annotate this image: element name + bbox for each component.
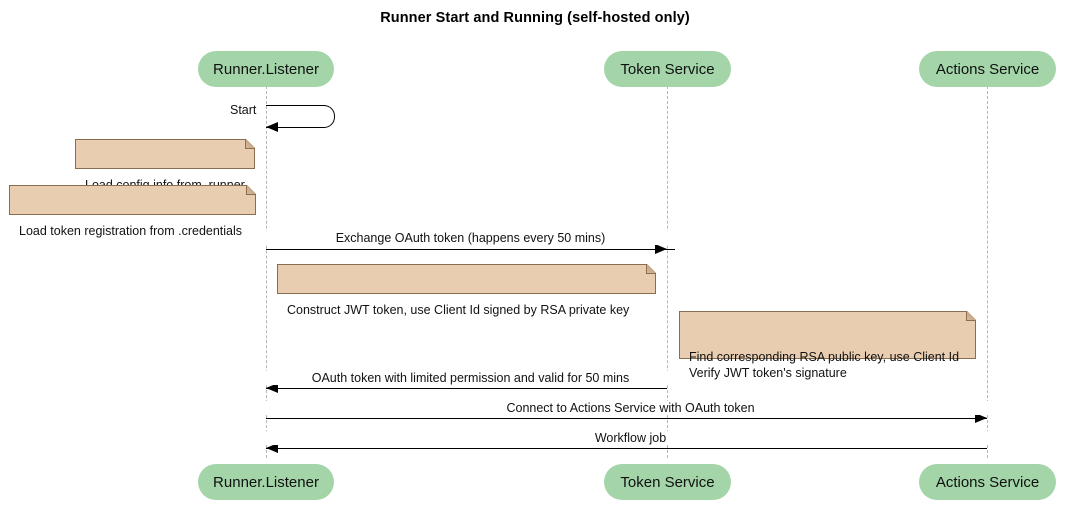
message-connect-actions-arrowhead <box>975 413 987 423</box>
participant-actions-service-bottom[interactable]: Actions Service <box>919 464 1056 500</box>
participant-token-service-top[interactable]: Token Service <box>604 51 731 87</box>
participant-runner-listener-bottom[interactable]: Runner.Listener <box>198 464 334 500</box>
participant-actions-service-top[interactable]: Actions Service <box>919 51 1056 87</box>
participant-label: Token Service <box>620 473 715 491</box>
message-exchange-oauth-token-arrowhead <box>655 244 667 254</box>
participant-label: Actions Service <box>935 60 1040 78</box>
participant-label: Actions Service <box>935 473 1040 491</box>
message-connect-actions-line <box>266 418 987 419</box>
lifeline-runner <box>266 86 267 458</box>
message-workflow-job-line <box>266 448 987 449</box>
note-load-token-registration: Load token registration from .credential… <box>9 185 256 238</box>
self-message-start-label: Start <box>226 103 261 117</box>
participant-runner-listener-top[interactable]: Runner.Listener <box>198 51 334 87</box>
message-workflow-job-arrowhead <box>266 443 278 453</box>
message-oauth-token-reply-arrowhead <box>266 383 278 393</box>
note-text: Construct JWT token, use Client Id signe… <box>287 303 630 317</box>
page-title: Runner Start and Running (self-hosted on… <box>380 10 690 26</box>
participant-label: Runner.Listener <box>213 60 319 78</box>
note-load-config: Load config info from .runner <box>75 139 255 192</box>
message-exchange-oauth-token-line <box>266 249 675 250</box>
message-oauth-token-reply-label: OAuth token with limited permission and … <box>266 371 675 385</box>
note-text: Load token registration from .credential… <box>19 224 243 238</box>
participant-label: Token Service <box>620 60 715 78</box>
note-construct-jwt: Construct JWT token, use Client Id signe… <box>277 264 656 317</box>
note-fold-icon <box>646 264 656 274</box>
note-fold-icon <box>966 311 976 321</box>
self-message-start-loop <box>266 105 335 128</box>
note-verify-jwt: Find corresponding RSA public key, use C… <box>679 311 976 380</box>
message-oauth-token-reply-line <box>266 388 667 389</box>
message-workflow-job-label: Workflow job <box>266 431 995 445</box>
note-fold-icon <box>245 139 255 149</box>
note-text: Find corresponding RSA public key, use C… <box>689 350 960 380</box>
lifeline-token <box>667 86 668 458</box>
note-fold-icon <box>246 185 256 195</box>
message-exchange-oauth-token-label: Exchange OAuth token (happens every 50 m… <box>266 231 675 245</box>
message-connect-actions-label: Connect to Actions Service with OAuth to… <box>266 401 995 415</box>
participant-token-service-bottom[interactable]: Token Service <box>604 464 731 500</box>
self-message-start-arrowhead <box>266 122 278 132</box>
lifeline-actions <box>987 86 988 458</box>
participant-label: Runner.Listener <box>213 473 319 491</box>
